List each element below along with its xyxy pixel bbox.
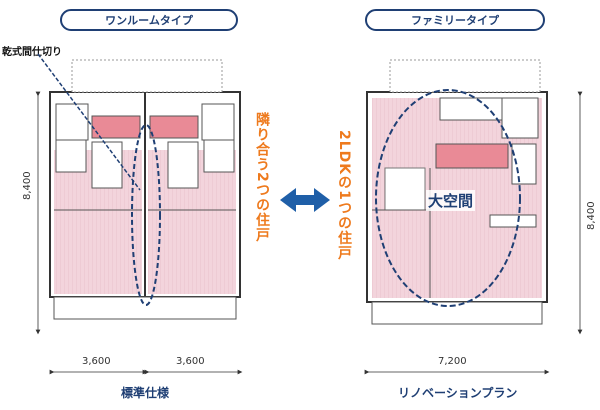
big-space-label: 大空間 bbox=[426, 190, 476, 211]
left-width-dimension-1: 3,600 bbox=[82, 356, 111, 367]
standard-spec-caption: 標準仕様 bbox=[121, 386, 170, 400]
right-height-dimension: 8,400 bbox=[586, 201, 597, 230]
renovation-plan-caption: リノベーションプラン bbox=[398, 386, 518, 400]
dry-partition-callout: 乾式間仕切り bbox=[2, 47, 62, 58]
center-double-arrow-icon bbox=[280, 188, 330, 212]
left-floor-plan bbox=[37, 53, 241, 320]
left-width-dimension-2: 3,600 bbox=[176, 356, 205, 367]
adjacent-units-text: 隣り合う2つの住戸 bbox=[254, 112, 270, 243]
left-plan-title: ワンルームタイプ bbox=[60, 9, 238, 31]
right-plan-title: ファミリータイプ bbox=[365, 9, 545, 31]
single-2ldk-unit-text: 2LDKの1つの住戸 bbox=[336, 130, 352, 261]
left-height-dimension: 8,400 bbox=[22, 171, 33, 200]
right-width-dimension: 7,200 bbox=[438, 356, 467, 367]
